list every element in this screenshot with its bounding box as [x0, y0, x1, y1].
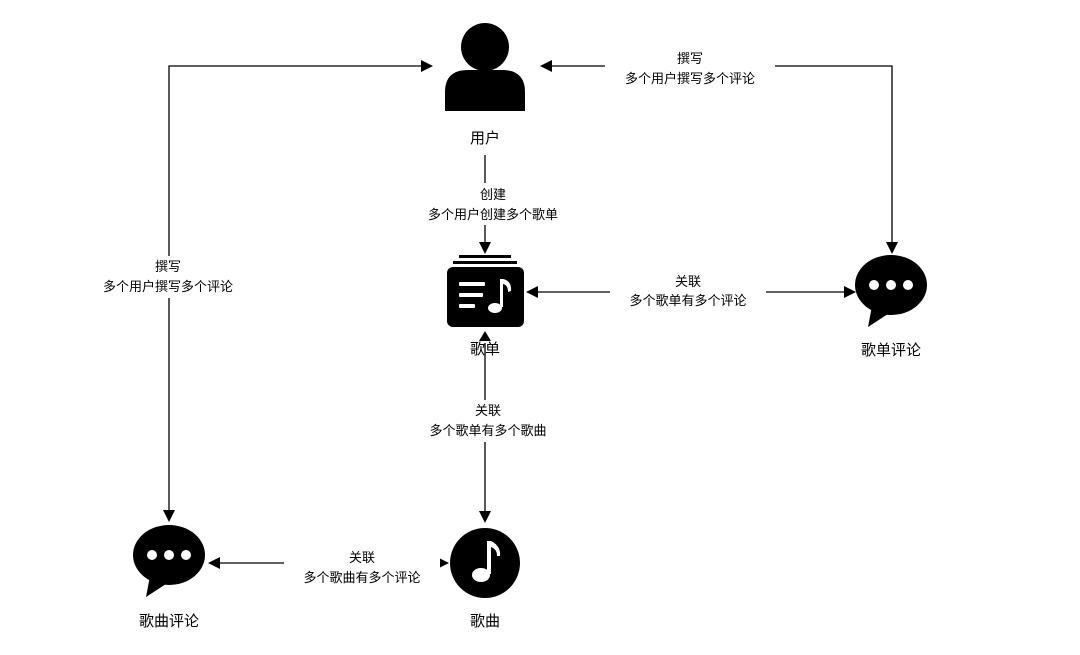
edge-label-user-playlist-comment: 撰写 多个用户撰写多个评论 [605, 50, 775, 90]
node-playlist: 歌单 [447, 255, 524, 358]
user-icon [445, 23, 525, 111]
node-song: 歌曲 [450, 528, 520, 630]
edge-verb: 关联 [349, 551, 375, 566]
edge-verb: 创建 [480, 188, 506, 203]
edge-detail: 多个歌曲有多个评论 [303, 570, 420, 586]
node-label-playlist-comment: 歌单评论 [861, 341, 921, 359]
edge-detail: 多个歌单有多个歌曲 [429, 423, 546, 439]
node-label-song-comment: 歌曲评论 [139, 612, 199, 630]
node-user: 用户 [445, 23, 525, 147]
edge-verb: 撰写 [677, 52, 703, 67]
edge-label-playlist-song: 关联 多个歌单有多个歌曲 [410, 400, 566, 442]
node-playlist-comment: 歌单评论 [855, 255, 927, 359]
node-label-user: 用户 [470, 129, 500, 147]
node-label-playlist: 歌单 [470, 340, 500, 358]
edge-verb: 关联 [675, 275, 701, 290]
edge-user-song-comment [163, 60, 433, 522]
playlist-icon [447, 255, 524, 327]
edge-label-user-playlist: 创建 多个用户创建多个歌单 [408, 183, 562, 225]
edge-verb: 撰写 [155, 260, 181, 275]
edge-label-user-song-comment: 撰写 多个用户撰写多个评论 [82, 256, 254, 298]
music-note-icon [450, 528, 520, 598]
edge-label-playlist-playlist-comment: 关联 多个歌单有多个评论 [610, 273, 766, 313]
edge-verb: 关联 [475, 404, 501, 419]
edge-detail: 多个用户撰写多个评论 [625, 71, 755, 87]
chat-bubble-icon [855, 255, 927, 327]
chat-bubble-icon [133, 525, 205, 597]
edge-label-song-song-comment: 关联 多个歌曲有多个评论 [284, 546, 440, 588]
node-song-comment: 歌曲评论 [133, 525, 205, 630]
node-label-song: 歌曲 [470, 612, 500, 630]
edge-detail: 多个歌单有多个评论 [629, 293, 746, 309]
edge-detail: 多个用户撰写多个评论 [103, 279, 233, 295]
edge-detail: 多个用户创建多个歌单 [428, 207, 558, 223]
